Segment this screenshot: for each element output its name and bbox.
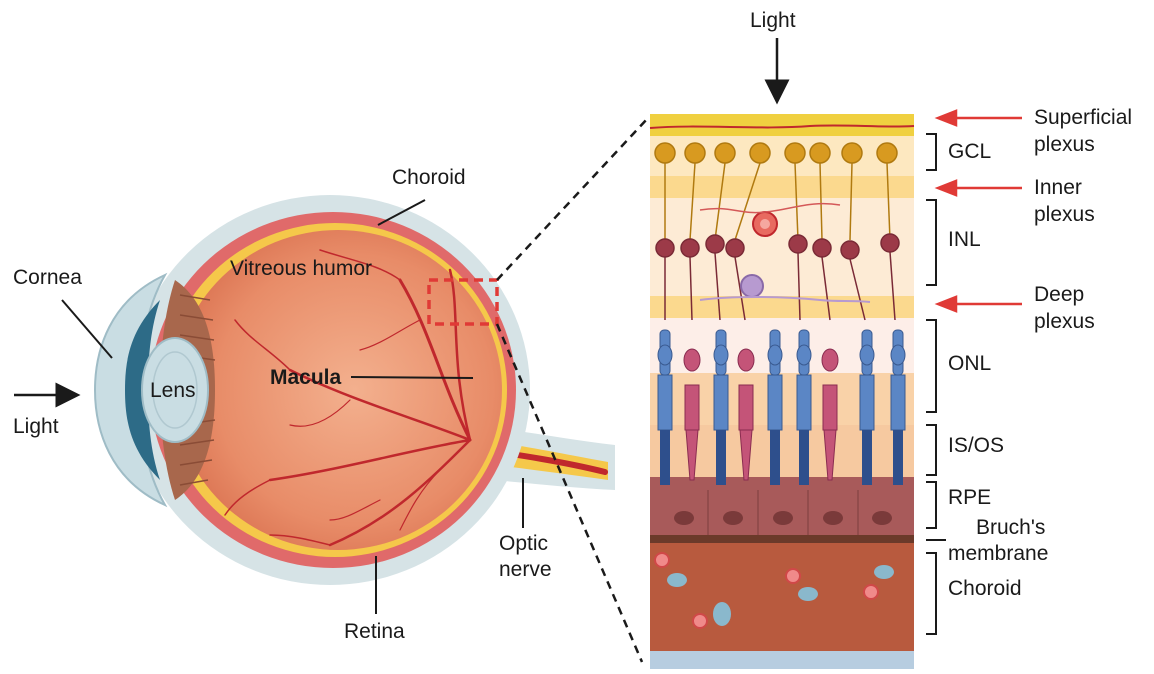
label-onl: ONL bbox=[948, 352, 991, 375]
label-inl: INL bbox=[948, 228, 981, 251]
label-is-os: IS/OS bbox=[948, 434, 1004, 457]
rpe-layer bbox=[650, 477, 914, 535]
label-inner-line2: plexus bbox=[1034, 203, 1095, 226]
label-bruch-line2: membrane bbox=[948, 542, 1048, 565]
label-choroid-eye: Choroid bbox=[392, 166, 466, 189]
label-superficial-line2: plexus bbox=[1034, 133, 1095, 156]
label-gcl: GCL bbox=[948, 140, 991, 163]
label-optic-line1: Optic bbox=[499, 532, 548, 555]
label-light-top: Light bbox=[750, 9, 796, 32]
label-deep-line1: Deep bbox=[1034, 283, 1084, 306]
label-deep-line2: plexus bbox=[1034, 310, 1095, 333]
label-optic-line2: nerve bbox=[499, 558, 552, 581]
label-cornea: Cornea bbox=[13, 266, 82, 289]
label-rpe: RPE bbox=[948, 486, 991, 509]
label-superficial-line1: Superficial bbox=[1034, 106, 1132, 129]
label-choroid-section: Choroid bbox=[948, 577, 1022, 600]
retina-cross-section: Light bbox=[650, 9, 1132, 669]
label-light-left: Light bbox=[13, 415, 59, 438]
label-inner-line1: Inner bbox=[1034, 176, 1082, 199]
zoom-connector-bottom bbox=[497, 324, 642, 662]
label-retina: Retina bbox=[344, 620, 405, 643]
label-bruch-line1: Bruch's bbox=[976, 516, 1045, 539]
label-vitreous-humor: Vitreous humor bbox=[230, 257, 372, 280]
zoom-connector-top bbox=[497, 118, 648, 280]
label-lens: Lens bbox=[150, 379, 196, 402]
label-macula: Macula bbox=[270, 366, 342, 389]
bruchs-membrane bbox=[650, 535, 914, 543]
